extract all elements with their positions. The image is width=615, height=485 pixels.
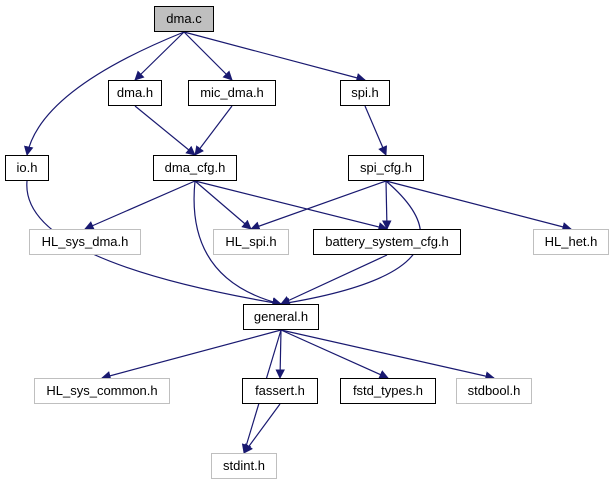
edge-general_h-to-fstd_types_h xyxy=(280,329,389,379)
edge-spi_cfg_h-to-battery_system_cfg_h xyxy=(382,180,392,230)
edge-general_h-to-stdbool_h xyxy=(280,329,495,381)
edge-dma_c-to-mic_dma_h xyxy=(183,31,233,81)
node-fstd-types-h[interactable]: fstd_types.h xyxy=(340,378,436,404)
node-fassert-h[interactable]: fassert.h xyxy=(242,378,318,404)
node-hl-spi-h[interactable]: HL_spi.h xyxy=(213,229,289,255)
node-dma-c[interactable]: dma.c xyxy=(154,6,214,32)
edge-dma_cfg_h-to-hl_spi_h xyxy=(194,180,252,230)
node-spi-cfg-h[interactable]: spi_cfg.h xyxy=(348,155,424,181)
node-stdint-h[interactable]: stdint.h xyxy=(211,453,277,479)
edge-dma_cfg_h-to-general_h xyxy=(193,180,282,307)
node-dma-h[interactable]: dma.h xyxy=(108,80,162,106)
edge-battery_system_cfg_h-to-general_h xyxy=(280,254,388,305)
edge-spi_cfg_h-to-hl_het_h xyxy=(385,180,572,232)
node-io-h[interactable]: io.h xyxy=(5,155,49,181)
node-dma-cfg-h[interactable]: dma_cfg.h xyxy=(153,155,237,181)
node-general-h[interactable]: general.h xyxy=(243,304,319,330)
edge-dma_cfg_h-to-battery_system_cfg_h xyxy=(194,180,388,232)
node-spi-h[interactable]: spi.h xyxy=(340,80,390,106)
edge-dma_cfg_h-to-hl_sys_dma_h xyxy=(84,180,196,230)
edge-fassert_h-to-stdint_h xyxy=(243,403,281,454)
node-stdbool-h[interactable]: stdbool.h xyxy=(456,378,532,404)
edge-spi_cfg_h-to-hl_spi_h xyxy=(250,180,387,231)
edge-spi_h-to-spi_cfg_h xyxy=(364,105,388,156)
edge-dma_h-to-dma_cfg_h xyxy=(134,105,196,156)
node-hl-sys-dma-h[interactable]: HL_sys_dma.h xyxy=(29,229,141,255)
edge-spi_cfg_h-to-general_h xyxy=(280,180,422,308)
edge-dma_c-to-io_h xyxy=(23,31,185,156)
edge-mic_dma_h-to-dma_cfg_h xyxy=(194,105,233,156)
node-battery-system-cfg-h[interactable]: battery_system_cfg.h xyxy=(313,229,461,255)
edge-dma_c-to-spi_h xyxy=(183,31,366,83)
edge-general_h-to-hl_sys_common_h xyxy=(101,329,282,381)
edge-general_h-to-fassert_h xyxy=(275,329,285,379)
node-mic-dma-h[interactable]: mic_dma.h xyxy=(188,80,276,106)
node-hl-sys-common-h[interactable]: HL_sys_common.h xyxy=(34,378,170,404)
edge-dma_c-to-dma_h xyxy=(134,31,185,81)
node-hl-het-h[interactable]: HL_het.h xyxy=(533,229,609,255)
